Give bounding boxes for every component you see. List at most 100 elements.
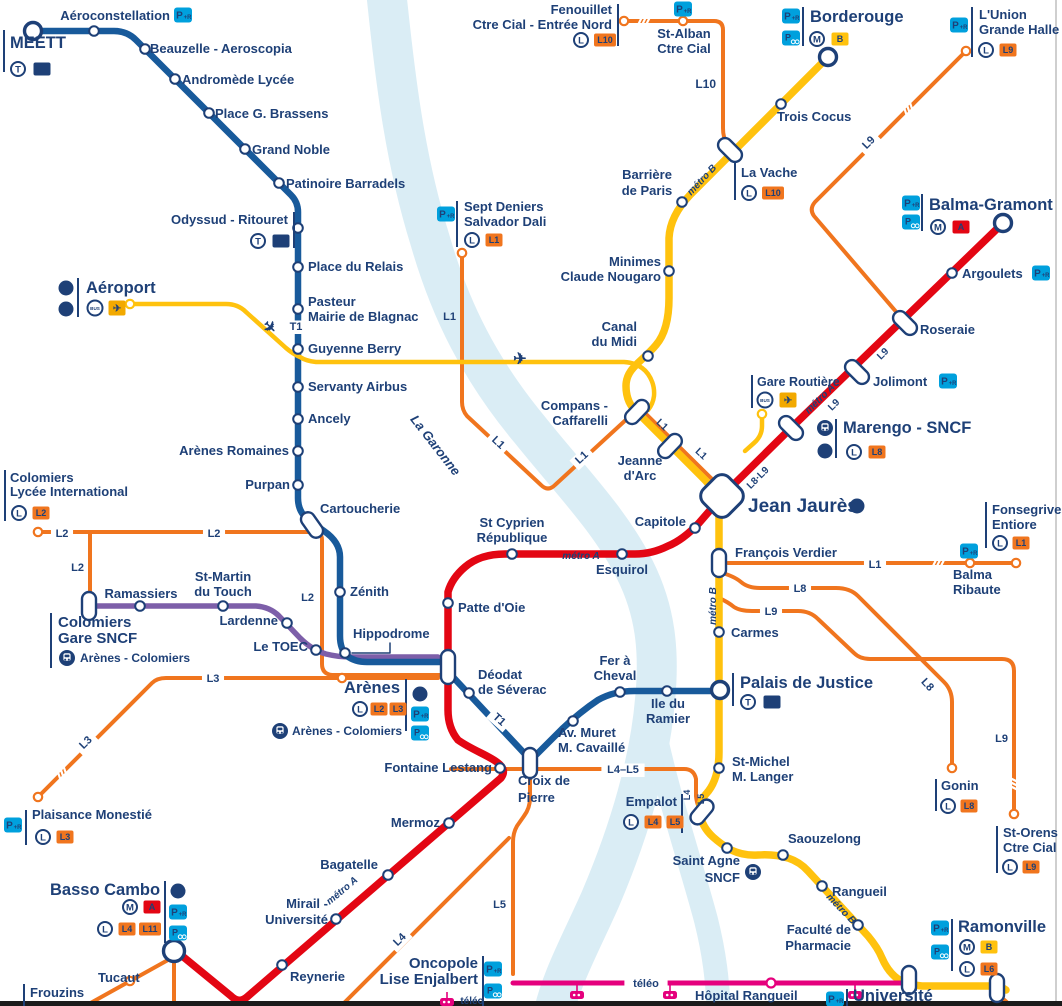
station-dot[interactable]	[292, 343, 304, 355]
interchange-lozenge[interactable]	[900, 964, 918, 996]
station-label[interactable]: Palais de Justice	[740, 674, 873, 692]
station-label[interactable]: Arènes	[344, 679, 400, 697]
interchange-lozenge[interactable]	[988, 972, 1006, 1004]
station-dot[interactable]	[713, 762, 725, 774]
station-dot[interactable]	[775, 98, 787, 110]
station-dot[interactable]	[339, 647, 351, 659]
station-dot[interactable]	[642, 350, 654, 362]
interchange-lozenge[interactable]	[655, 431, 685, 461]
station-label[interactable]: Cartoucherie	[320, 501, 400, 516]
station-dot[interactable]	[292, 261, 304, 273]
station-dot[interactable]	[946, 267, 958, 279]
station-label[interactable]: Arènes Romaines	[179, 443, 289, 458]
interchange-lozenge[interactable]	[521, 746, 539, 780]
bus-stop-dot[interactable]	[32, 526, 44, 538]
interchange-lozenge[interactable]	[298, 510, 326, 541]
station-label[interactable]: Guyenne Berry	[308, 341, 402, 356]
station-label[interactable]: Purpan	[245, 477, 290, 492]
station-dot[interactable]	[169, 73, 181, 85]
terminus-marker[interactable]	[709, 679, 731, 701]
station-label[interactable]: Borderouge	[810, 8, 904, 26]
station-dot[interactable]	[217, 600, 229, 612]
bus-stop-dot[interactable]	[336, 672, 348, 684]
terminus-marker[interactable]	[161, 938, 187, 964]
station-label[interactable]: Fontaine Lestang	[384, 760, 492, 775]
station-label[interactable]: Hippodrome	[353, 626, 430, 641]
station-dot[interactable]	[292, 303, 304, 315]
station-label[interactable]: Argoulets	[962, 266, 1023, 281]
terminus-marker[interactable]	[817, 46, 839, 68]
interchange-lozenge[interactable]	[710, 547, 728, 579]
station-label[interactable]: La Vache	[741, 165, 797, 180]
interchange-lozenge[interactable]	[688, 797, 717, 827]
bus-stop-dot[interactable]	[1010, 557, 1022, 569]
station-label[interactable]: Arènes - Colomiers	[80, 651, 190, 665]
station-dot[interactable]	[281, 617, 293, 629]
station-dot[interactable]	[203, 107, 215, 119]
station-label[interactable]: Basso Cambo	[50, 881, 160, 899]
interchange-lozenge[interactable]	[80, 590, 98, 622]
station-label[interactable]: Jolimont	[873, 374, 928, 389]
station-dot[interactable]	[239, 143, 251, 155]
interchange-lozenge[interactable]	[439, 648, 457, 686]
station-label[interactable]: Servanty Airbus	[308, 379, 407, 394]
interchange-lozenge[interactable]	[622, 397, 652, 427]
interchange-lozenge[interactable]	[715, 135, 745, 165]
station-dot[interactable]	[292, 413, 304, 425]
station-dot[interactable]	[689, 522, 701, 534]
station-label[interactable]: Ramonville	[958, 918, 1046, 936]
station-label[interactable]: Capitole	[635, 514, 686, 529]
station-label[interactable]: Bagatelle	[320, 857, 378, 872]
station-label[interactable]: Jean Jaurès	[748, 496, 858, 517]
bus-stop-dot[interactable]	[960, 45, 972, 57]
station-dot[interactable]	[721, 842, 733, 854]
station-dot[interactable]	[442, 597, 454, 609]
interchange-lozenge[interactable]	[842, 357, 872, 387]
bus-stop-dot[interactable]	[618, 15, 630, 27]
station-dot[interactable]	[382, 869, 394, 881]
station-dot[interactable]	[663, 265, 675, 277]
station-label[interactable]: Rangueil	[832, 884, 887, 899]
station-label[interactable]: Gare Routière	[757, 375, 840, 389]
station-label[interactable]: Balma-Gramont	[929, 196, 1053, 214]
station-label[interactable]: Gonin	[941, 778, 979, 793]
shuttle-stop-dot[interactable]	[124, 298, 136, 310]
station-label[interactable]: MEETT	[10, 34, 66, 52]
station-dot[interactable]	[134, 600, 146, 612]
station-dot[interactable]	[506, 548, 518, 560]
interchange-lozenge[interactable]	[890, 308, 920, 338]
station-dot[interactable]	[777, 849, 789, 861]
station-label[interactable]: Marengo - SNCF	[843, 419, 971, 437]
station-dot[interactable]	[661, 685, 673, 697]
station-label[interactable]: Reynerie	[290, 969, 345, 984]
station-label[interactable]: Grand Noble	[252, 142, 330, 157]
station-label[interactable]: François Verdier	[735, 545, 837, 560]
station-label[interactable]: Patinoire Barradels	[286, 176, 405, 191]
station-label[interactable]: Roseraie	[920, 322, 975, 337]
station-label[interactable]: Place G. Brassens	[215, 106, 328, 121]
station-label[interactable]: Frouzins	[30, 985, 84, 1000]
station-dot[interactable]	[292, 445, 304, 457]
station-dot[interactable]	[310, 644, 322, 656]
shuttle-stop-dot[interactable]	[756, 408, 768, 420]
terminus-marker[interactable]	[22, 20, 44, 42]
jean-jaures-interchange[interactable]	[697, 471, 748, 522]
station-label[interactable]: Carmes	[731, 625, 779, 640]
station-label[interactable]: Mirail -Université	[265, 896, 328, 927]
station-dot[interactable]	[292, 479, 304, 491]
station-label[interactable]: Compans -Caffarelli	[541, 398, 608, 428]
station-dot[interactable]	[463, 687, 475, 699]
